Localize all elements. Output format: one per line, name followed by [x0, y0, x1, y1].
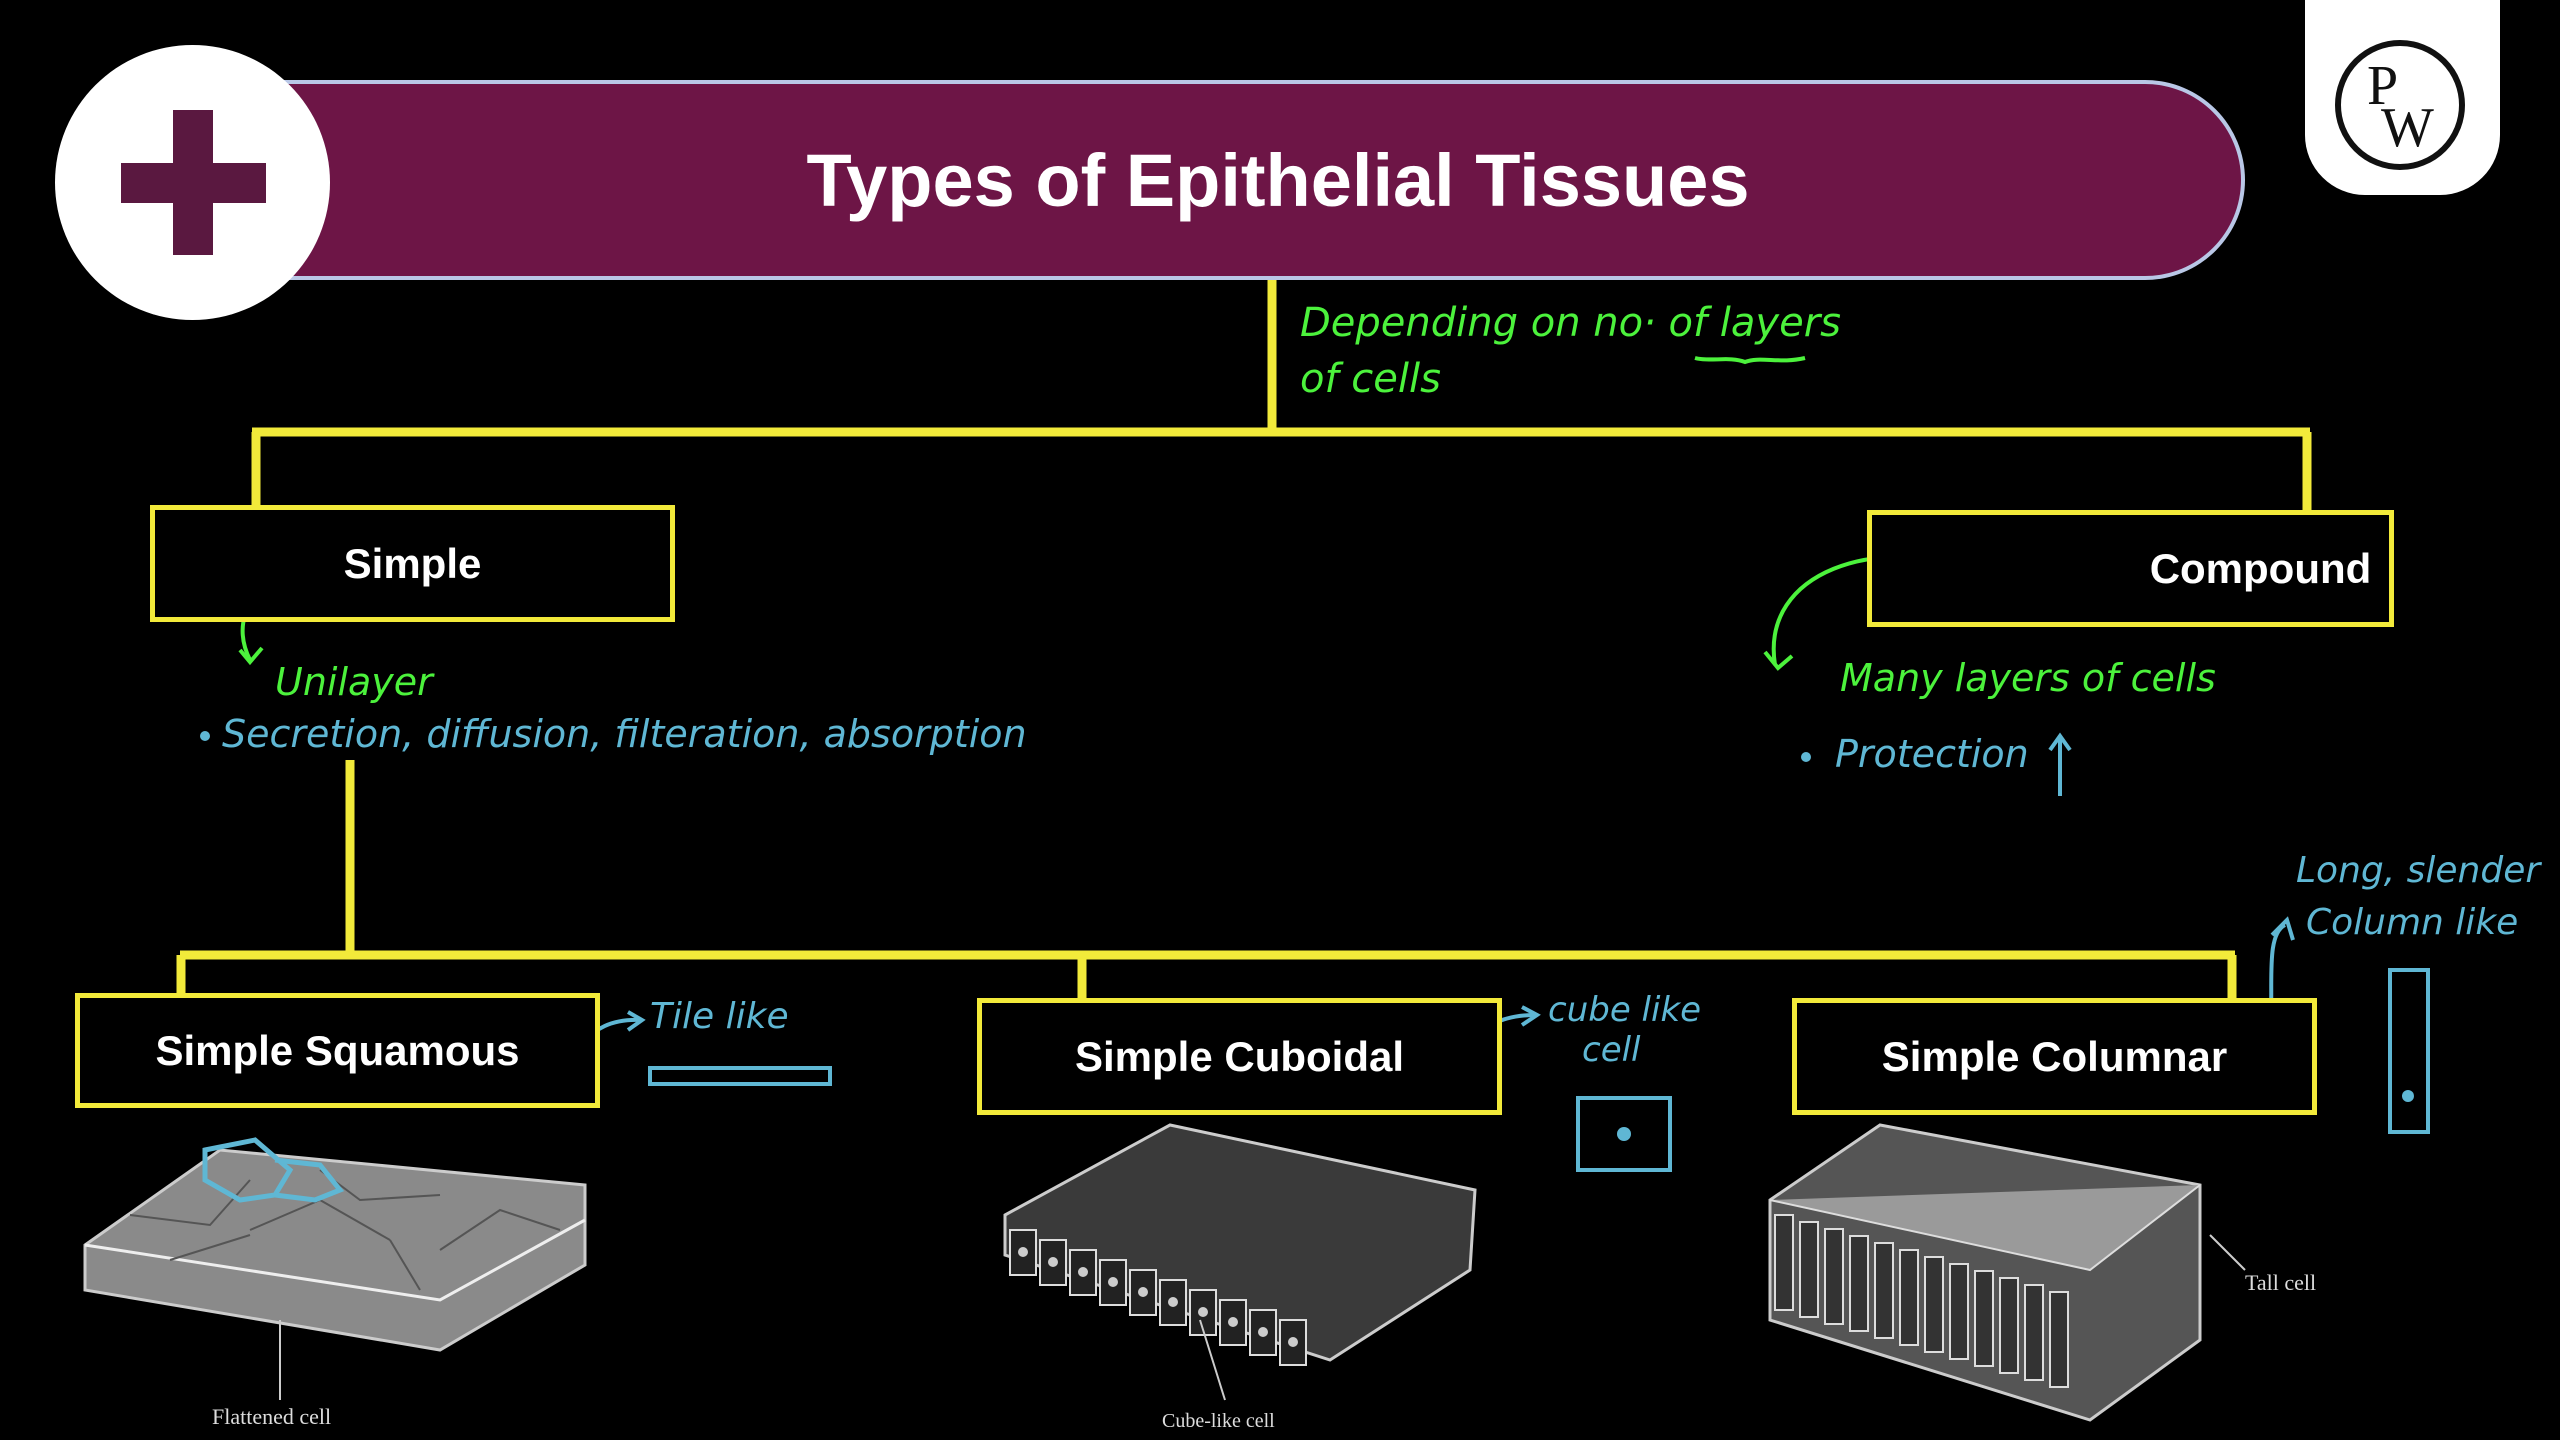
up-arrow-icon: [2048, 732, 2072, 796]
page-title: Types of Epithelial Tissues: [806, 138, 1750, 222]
title-banner: Types of Epithelial Tissues: [235, 80, 2245, 280]
note-simple-functions: Secretion, diffusion, filteration, absor…: [222, 712, 1027, 756]
note-protection: Protection: [1835, 732, 2029, 776]
note-depending-line1: Depending on no· of layers: [1300, 300, 1841, 346]
pw-logo-icon: P W: [2335, 40, 2465, 170]
column-nucleus: [2402, 1090, 2414, 1102]
box-simple-columnar: Simple Columnar: [1792, 998, 2317, 1115]
box-compound: Compound: [1867, 510, 2394, 627]
caption-tall-cell: Tall cell: [2245, 1270, 2317, 1295]
note-cube-like-line2: cell: [1582, 1030, 1641, 1070]
cube-sketch: [1576, 1096, 1672, 1172]
column-sketch: [2388, 968, 2430, 1134]
box-simple: Simple: [150, 505, 675, 622]
squamous-illustration: [83, 1137, 587, 1400]
note-cube-like-line1: cube like: [1548, 990, 1702, 1030]
bullet-simple: [200, 731, 210, 741]
note-unilayer: Unilayer: [275, 660, 433, 704]
caption-cube-like-cell: Cube-like cell: [1162, 1410, 1275, 1432]
cube-nucleus: [1617, 1127, 1631, 1141]
note-many-layers: Many layers of cells: [1840, 656, 2216, 700]
note-long-slender-line2: Column like: [2306, 902, 2519, 943]
caption-flattened-cell: Flattened cell: [212, 1404, 332, 1429]
plus-badge: [55, 45, 330, 320]
columnar-illustration: [1768, 1123, 2246, 1422]
cuboidal-illustration: [1003, 1123, 1477, 1401]
note-tile-like: Tile like: [650, 996, 789, 1037]
pw-logo: P W: [2305, 0, 2500, 195]
box-simple-squamous: Simple Squamous: [75, 993, 600, 1108]
box-simple-cuboidal: Simple Cuboidal: [977, 998, 1502, 1115]
note-depending-line2: of cells: [1300, 356, 1441, 402]
bullet-compound: [1801, 752, 1811, 762]
tile-sketch: [648, 1066, 832, 1086]
note-long-slender-line1: Long, slender: [2296, 850, 2541, 891]
